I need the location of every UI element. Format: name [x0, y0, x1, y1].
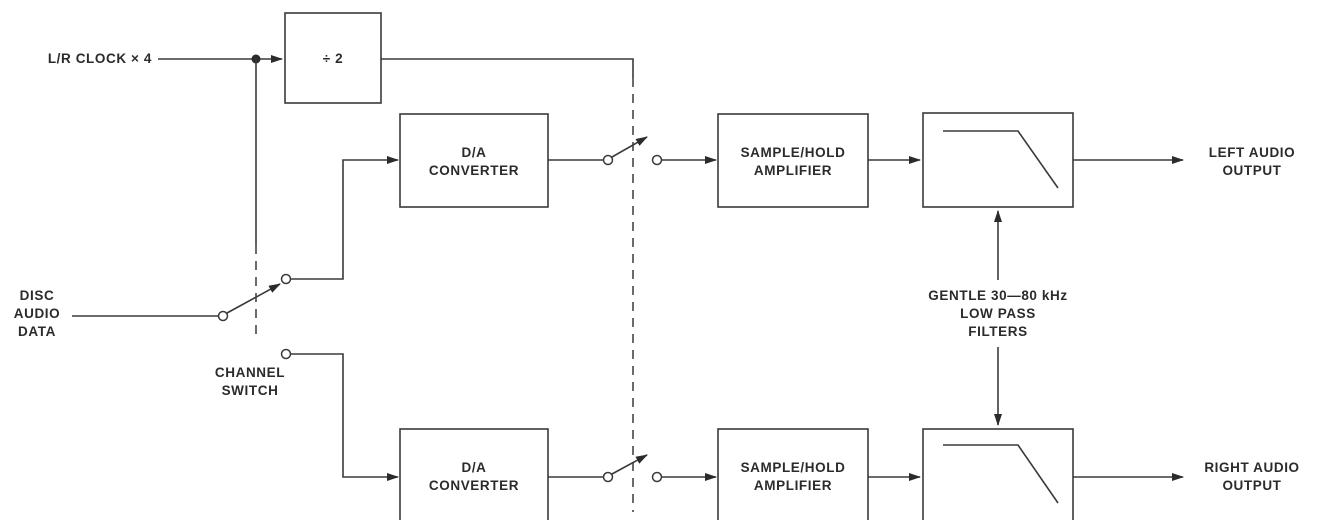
bottom-da-converter-block: [399, 428, 549, 520]
bottom-output-switch-terminal-a: [602, 471, 614, 483]
disc-audio-data-label-2: AUDIO: [14, 306, 61, 321]
top-sample-hold-label-1: SAMPLE/HOLD: [741, 145, 846, 160]
right-filter-response-icon: [943, 444, 1059, 504]
channel-switch-upper-terminal: [280, 273, 292, 285]
channel-switch-label-1: CHANNEL: [215, 365, 285, 380]
top-da-converter-label-2: CONVERTER: [429, 163, 519, 178]
bottom-output-switch-blade: [611, 454, 648, 475]
channel-switch-label-2: SWITCH: [222, 383, 279, 398]
left-audio-output-label-2: OUTPUT: [1222, 163, 1281, 178]
left-low-pass-filter-block: [922, 112, 1074, 208]
clock-input-label: L/R CLOCK × 4: [48, 51, 152, 66]
channel-switch-common-terminal: [217, 310, 229, 322]
left-audio-output-label-1: LEFT AUDIO: [1209, 145, 1296, 160]
channel-switch-blade: [226, 283, 281, 314]
filter-description-label-1: GENTLE 30—80 kHz: [928, 288, 1067, 303]
left-filter-response-icon: [943, 130, 1059, 189]
divider-output-wire: [381, 58, 634, 78]
top-output-switch-terminal-b: [651, 154, 663, 166]
divide-by-two-label: ÷ 2: [323, 51, 343, 66]
top-da-converter-block: [399, 113, 549, 208]
bottom-output-switch-terminal-b: [651, 471, 663, 483]
bottom-sample-hold-label-1: SAMPLE/HOLD: [741, 460, 846, 475]
bottom-sample-hold-label-2: AMPLIFIER: [754, 478, 832, 493]
bottom-sample-hold-amplifier-block: [717, 428, 869, 520]
top-output-switch-terminal-a: [602, 154, 614, 166]
right-low-pass-filter-block: [922, 428, 1074, 520]
filter-description-label-2: LOW PASS: [960, 306, 1036, 321]
switch-to-bottom-converter-wire: [290, 353, 399, 481]
divide-by-two-block: [284, 12, 382, 104]
top-output-switch-blade: [611, 136, 648, 158]
right-audio-output-label-2: OUTPUT: [1222, 478, 1281, 493]
channel-switch-lower-terminal: [280, 348, 292, 360]
top-sample-hold-label-2: AMPLIFIER: [754, 163, 832, 178]
top-da-converter-label-1: D/A: [461, 145, 486, 160]
bottom-da-converter-label-2: CONVERTER: [429, 478, 519, 493]
top-sample-hold-amplifier-block: [717, 113, 869, 208]
disc-audio-data-label-1: DISC: [20, 288, 55, 303]
switch-to-top-converter-wire: [290, 156, 399, 280]
right-audio-output-label-1: RIGHT AUDIO: [1204, 460, 1299, 475]
bottom-da-converter-label-1: D/A: [461, 460, 486, 475]
disc-audio-data-label-3: DATA: [18, 324, 56, 339]
filter-description-label-3: FILTERS: [968, 324, 1027, 339]
